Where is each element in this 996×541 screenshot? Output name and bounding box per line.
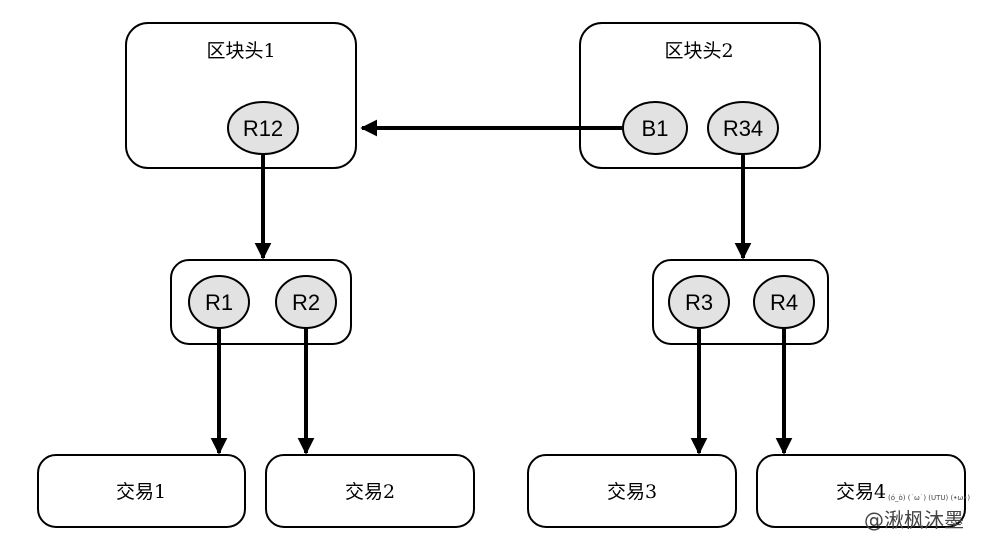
node-r1: R1 [188,275,250,329]
transaction-4: 交易4 [756,454,966,528]
node-r12-label: R12 [243,116,283,141]
node-r34: R34 [707,101,779,155]
node-r1-label: R1 [205,290,233,315]
block-header-1: 区块头1 R12 [125,22,357,169]
block-header-2-title: 区块头2 [664,40,733,62]
transaction-2: 交易2 [265,454,475,528]
node-r3: R3 [668,275,730,329]
transaction-3-label: 交易3 [607,481,657,503]
transaction-3: 交易3 [527,454,737,528]
transaction-4-label: 交易4 [836,481,886,503]
watermark-faces: (ó_ò) (˙ω˙) (UTU) (•ω•) [888,494,970,502]
node-r4-label: R4 [770,290,798,315]
node-b1: B1 [622,101,688,155]
watermark: (ó_ò) (˙ω˙) (UTU) (•ω•) @湫枫沐墨 [864,494,970,532]
node-r12: R12 [227,101,299,155]
block-header-1-title: 区块头1 [206,40,275,62]
hash-group-1: R1 R2 [170,259,352,345]
hash-group-2: R3 R4 [652,259,829,345]
block-header-2: 区块头2 B1 R34 [579,22,821,169]
transaction-1-label: 交易1 [116,481,166,503]
transaction-2-label: 交易2 [345,481,395,503]
node-r2-label: R2 [292,290,320,315]
node-r3-label: R3 [685,290,713,315]
node-r4: R4 [753,275,815,329]
node-r34-label: R34 [723,116,763,141]
node-r2: R2 [275,275,337,329]
node-b1-label: B1 [642,116,669,141]
transaction-1: 交易1 [37,454,246,528]
watermark-text: @湫枫沐墨 [864,508,964,532]
